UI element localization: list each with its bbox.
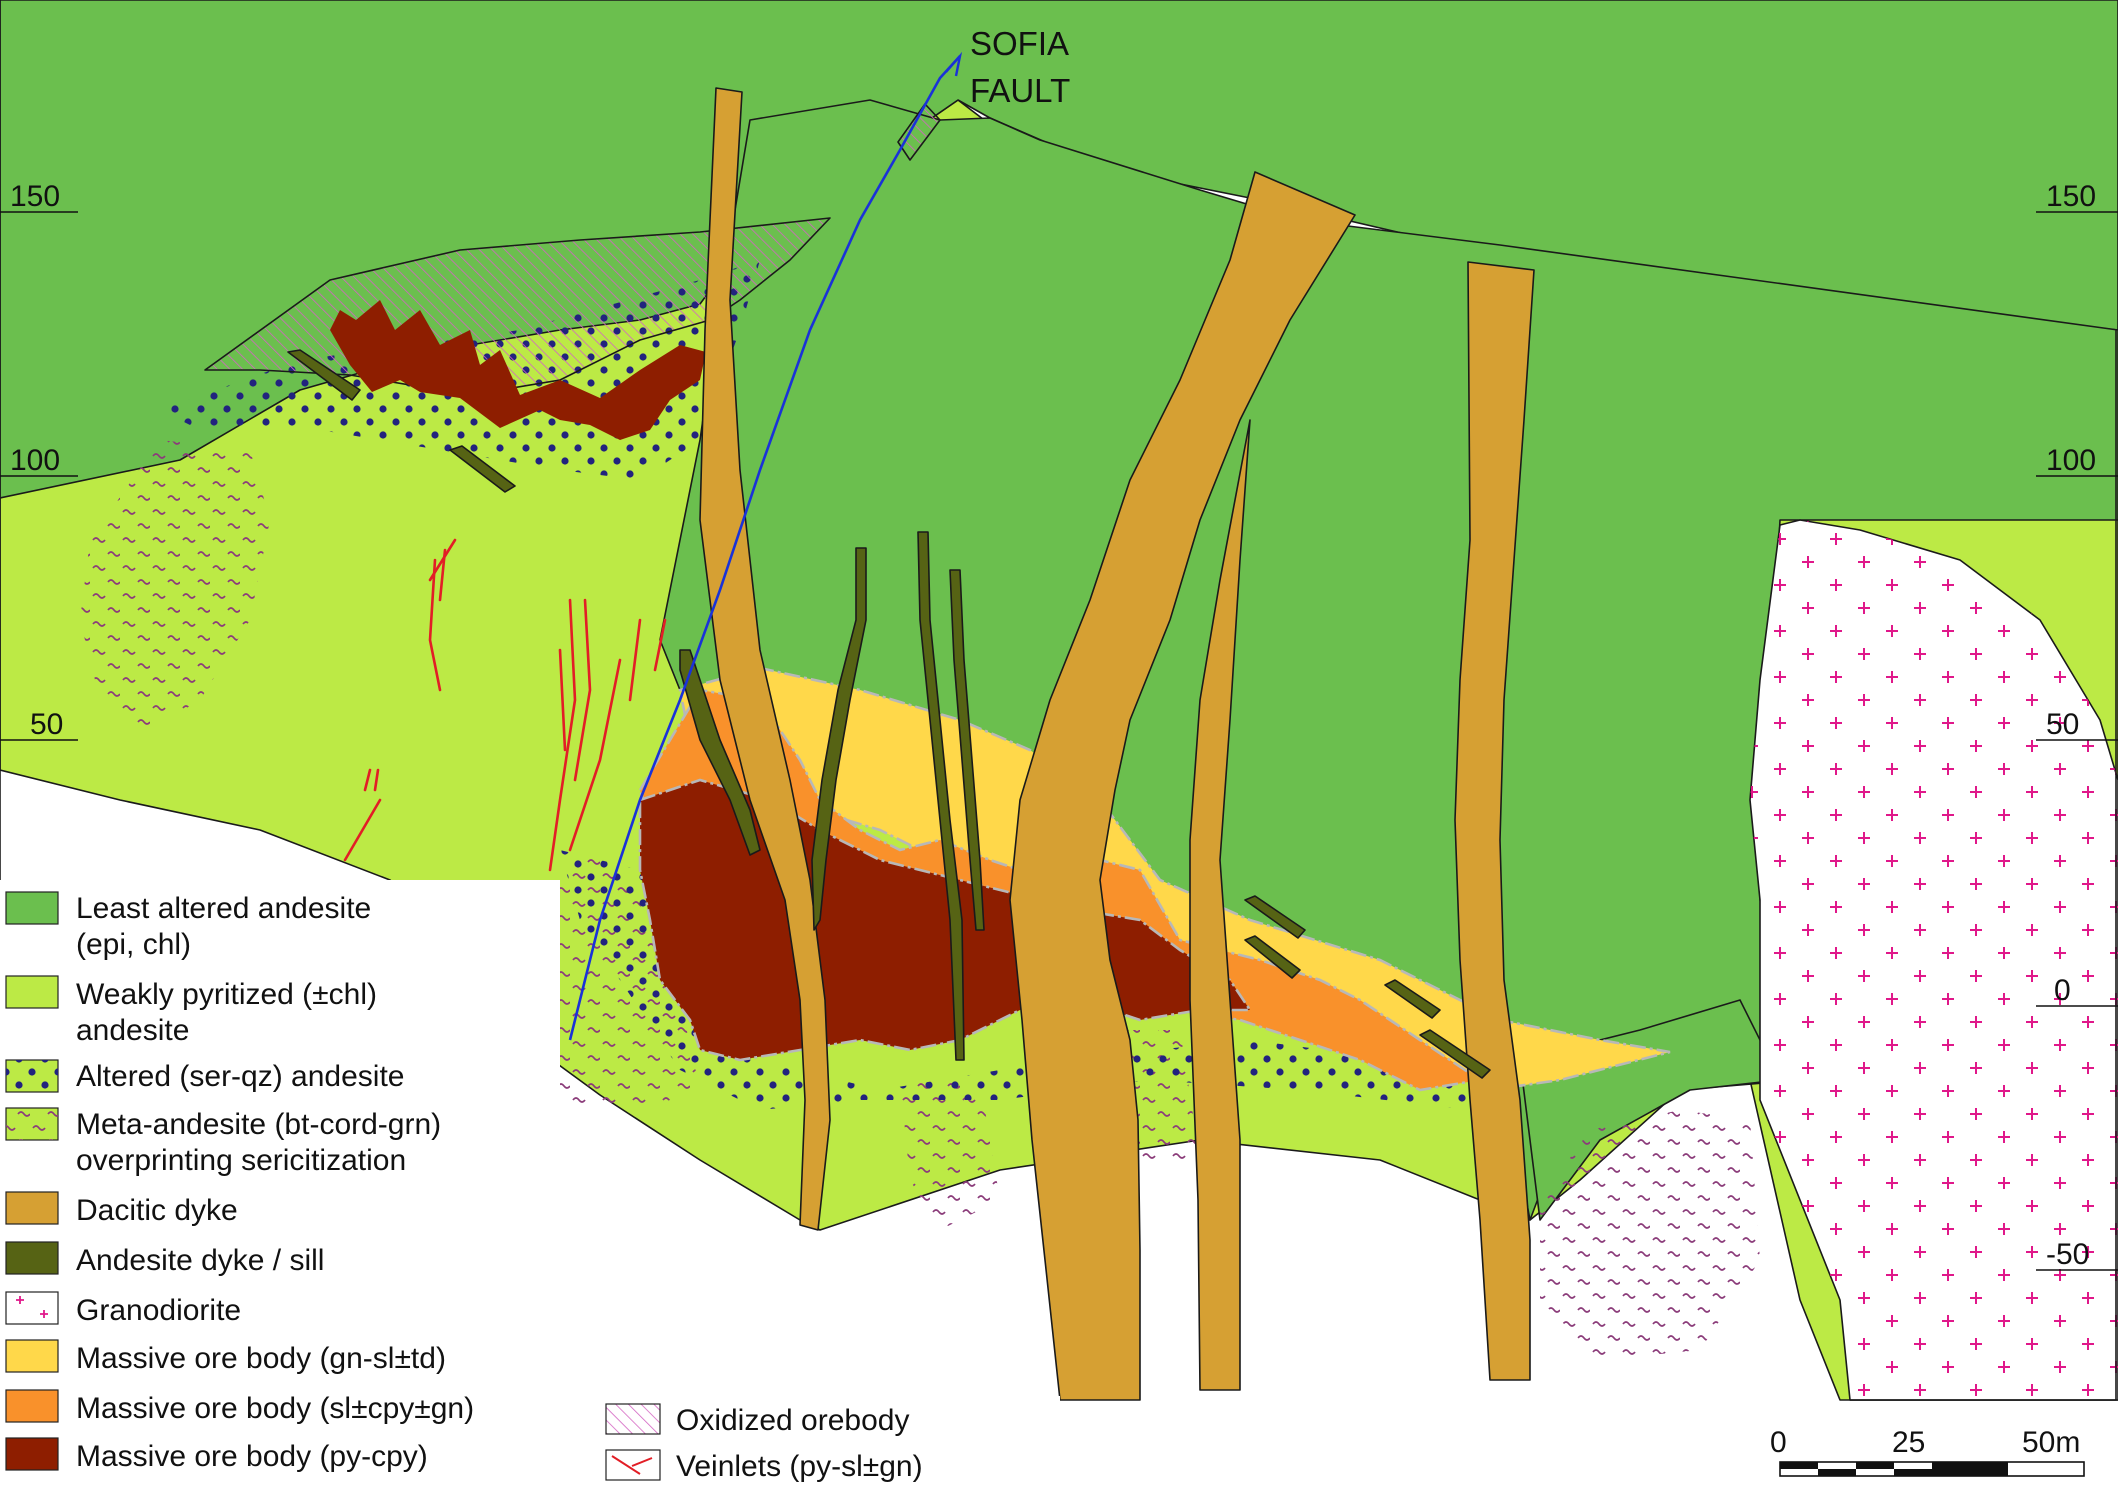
legend-label: andesite	[76, 1014, 189, 1047]
elevation-label: -50	[2046, 1238, 2089, 1271]
legend-label: Andesite dyke / sill	[76, 1244, 324, 1277]
legend-label: Veinlets (py-sl±gn)	[676, 1450, 923, 1483]
legend-label: (epi, chl)	[76, 928, 191, 961]
legend-label: Granodiorite	[76, 1294, 241, 1327]
scale-label: 0	[1770, 1426, 1787, 1459]
legend-swatch-massive-orange	[6, 1390, 58, 1422]
legend-swatch-dacitic-dyke	[6, 1192, 58, 1224]
fault-label-line1: SOFIA	[970, 25, 1069, 62]
scale-label: 25	[1892, 1426, 1925, 1459]
legend-label: Oxidized orebody	[676, 1404, 909, 1437]
legend-label: Altered (ser-qz) andesite	[76, 1060, 404, 1093]
legend-swatch-least-altered	[6, 892, 58, 924]
legend-label: Massive ore body (gn-sl±td)	[76, 1342, 446, 1375]
legend-swatch-andesite-dyke	[6, 1242, 58, 1274]
elevation-label: 100	[2046, 444, 2096, 477]
elevation-label: 150	[10, 180, 60, 213]
legend-label: Massive ore body (py-cpy)	[76, 1440, 428, 1473]
legend-label: Least altered andesite	[76, 892, 371, 925]
legend-swatch-granodiorite	[6, 1292, 58, 1324]
elevation-label: 50	[2046, 708, 2079, 741]
legend-label: Meta-andesite (bt-cord-grn)	[76, 1108, 441, 1141]
fault-label-line2: FAULT	[970, 72, 1070, 109]
legend-swatch-weakly-pyritized	[6, 976, 58, 1008]
legend-swatch-massive-red	[6, 1438, 58, 1470]
legend-label: overprinting sericitization	[76, 1144, 406, 1177]
elevation-label: 100	[10, 444, 60, 477]
elevation-label: 50	[30, 708, 63, 741]
scale-label: 50m	[2022, 1426, 2080, 1459]
legend-swatch-oxidized	[606, 1404, 660, 1434]
elevation-label: 0	[2054, 974, 2071, 1007]
legend-swatch-massive-yellow	[6, 1340, 58, 1372]
legend-label: Weakly pyritized (±chl)	[76, 978, 377, 1011]
legend-label: Dacitic dyke	[76, 1194, 238, 1227]
elevation-label: 150	[2046, 180, 2096, 213]
legend-label: Massive ore body (sl±cpy±gn)	[76, 1392, 474, 1425]
